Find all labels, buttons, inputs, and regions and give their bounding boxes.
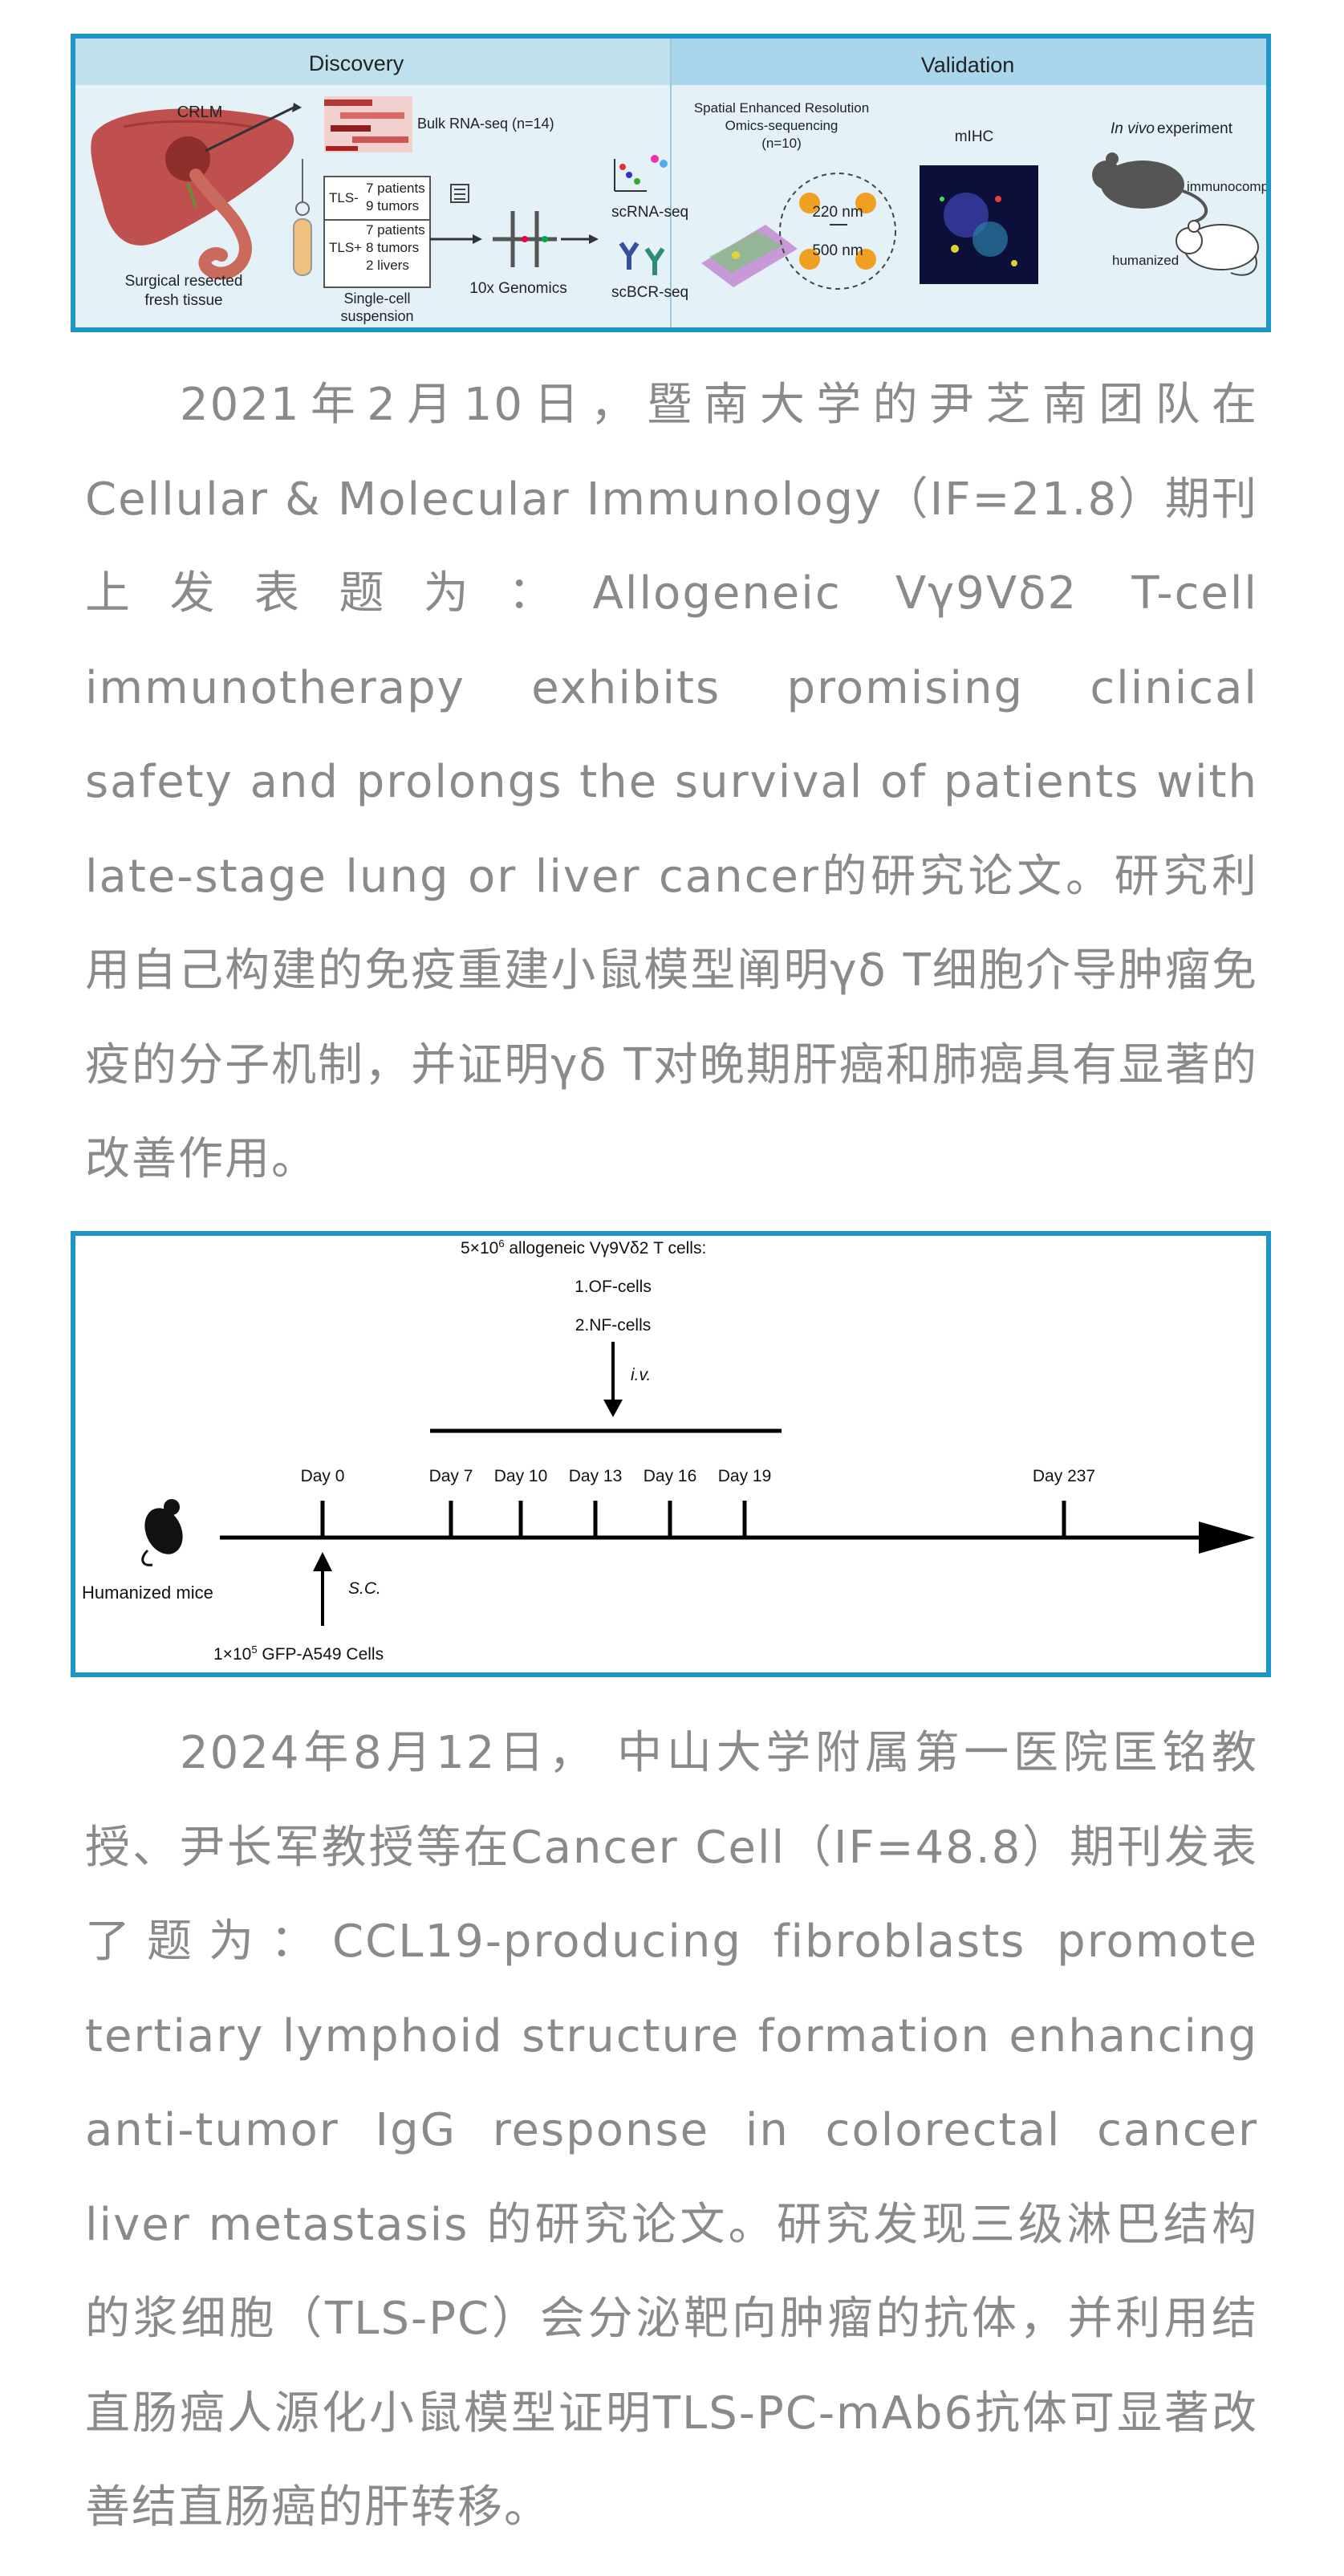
day-label: Day 19 [718,1467,772,1485]
spatial-label-line3: (n=10) [761,136,802,151]
tls-plus-tumors: 8 tumors [366,240,419,255]
scrna-plot-icon [614,155,668,192]
bulk-rna-label: Bulk RNA-seq (n=14) [417,116,554,132]
day-label: Day 16 [644,1467,697,1485]
liver-colon-illustration [91,103,302,280]
white-mouse-icon [1175,220,1259,276]
day-label: Day 10 [494,1467,548,1485]
antibody-icon [619,242,665,275]
timeline-diagram: 5×106 allogeneic Vγ9Vδ2 T cells: 1.OF-ce… [82,1237,1255,1664]
study-design-diagram: Discovery Validation CRLM Surgical resec… [75,39,1266,327]
treatment-timeline-figure: 5×106 allogeneic Vγ9Vδ2 T cells: 1.OF-ce… [71,1231,1271,1677]
of-cells-label: 1.OF-cells [575,1278,652,1296]
scrna-label: scRNA-seq [611,204,688,221]
spatial-chip-image [701,225,798,287]
surgical-label-line2: fresh tissue [144,292,222,309]
single-cell-label-line1: Single-cell [343,291,410,307]
a549-label: 1×105 GFP-A549 Cells [213,1644,384,1664]
dose-label: 5×106 allogeneic Vγ9Vδ2 T cells: [461,1237,706,1258]
tls-minus-label: TLS- [329,190,359,205]
tls-plus-livers: 2 livers [366,258,409,273]
day-label: Day 0 [301,1467,345,1485]
nf-cells-label: 2.NF-cells [575,1316,652,1335]
in-vivo-rest: experiment [1157,120,1233,137]
humanized-mice-label: Humanized mice [82,1583,213,1603]
mouse-silhouette-icon [141,1499,183,1566]
sc-label: S.C. [348,1579,381,1598]
spatial-label-line2: Omics-sequencing [725,118,838,133]
genomics-label: 10x Genomics [469,280,566,297]
timeline-arrowhead [1199,1522,1255,1554]
paragraph-2: 2024年8月12日， 中山大学附属第一医院匡铭教授、尹长军教授等在Cancer… [85,1727,1258,2533]
surgical-label-line1: Surgical resected [125,273,243,290]
sample-tube-icon [293,159,312,276]
humanized-label: humanized [1112,253,1179,268]
validation-header-bar [671,39,1266,85]
tls-minus-tumors: 9 tumors [366,198,419,213]
study-design-figure: Discovery Validation CRLM Surgical resec… [71,34,1271,332]
spatial-zoom-circle [779,173,896,290]
nm500-label: 500 nm [812,242,863,259]
tls-plus-patients: 7 patients [366,222,425,238]
discovery-header-bar [75,39,671,85]
mihc-image [920,165,1038,284]
scbcr-label: scBCR-seq [611,284,688,301]
tls-minus-patients: 7 patients [366,181,425,196]
single-cell-label-line2: suspension [340,308,413,324]
day-label: Day 237 [1033,1467,1095,1485]
discovery-header: Discovery [309,51,404,75]
bulk-heatmap [324,96,412,152]
in-vivo-italic: In vivo [1111,120,1155,137]
dark-mouse-icon [1092,152,1208,223]
nm220-label: 220 nm [812,204,863,221]
paragraph-1: 2021年2月10日，暨南大学的尹芝南团队在Cellular & Molecul… [85,379,1258,1185]
barcode-icon [450,184,469,203]
tls-plus-label: TLS+ [329,240,362,255]
mihc-label: mIHC [955,128,994,145]
day-label: Day 7 [429,1467,473,1485]
iv-label: i.v. [631,1366,651,1384]
tls-table-box [323,176,431,288]
day-label: Day 13 [569,1467,623,1485]
microfluidic-chip-icon [493,211,557,267]
crlm-label: CRLM [177,104,223,121]
spatial-label-line1: Spatial Enhanced Resolution [694,100,869,116]
immunocompetent-label: immunocompetent [1187,179,1266,194]
validation-header: Validation [921,53,1015,77]
